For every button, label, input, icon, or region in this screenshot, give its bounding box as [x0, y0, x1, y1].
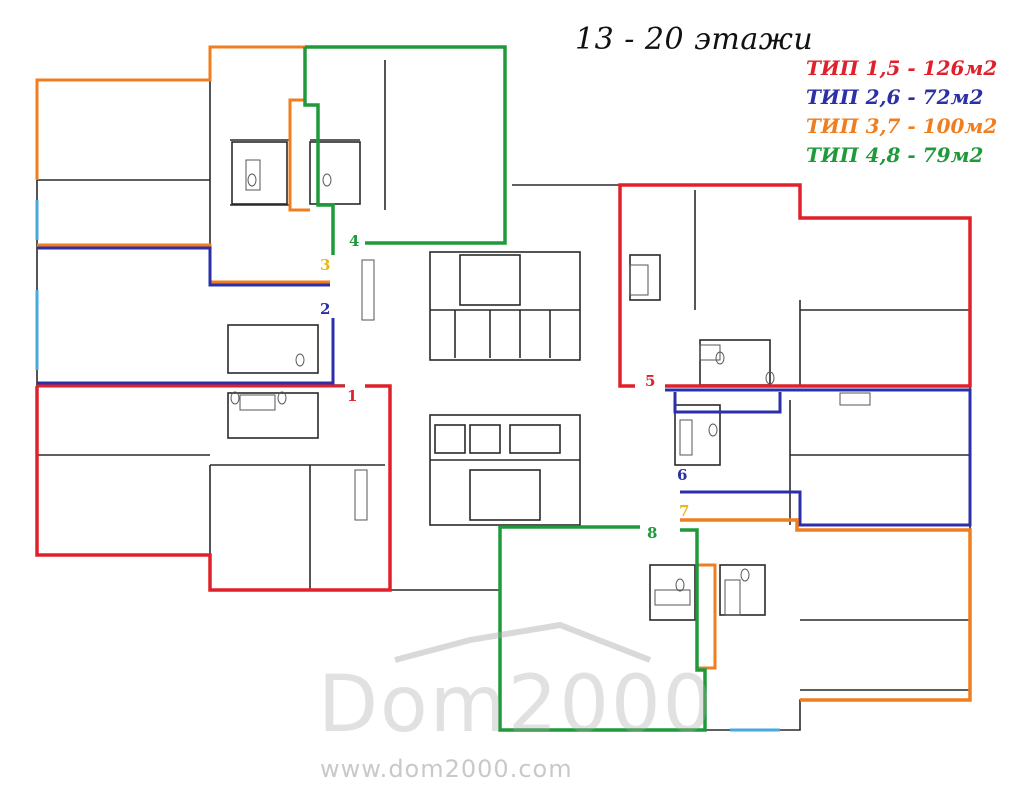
watermark-roof — [394, 621, 652, 663]
legend-item-type-4-8: ТИП 4,8 - 79м2 — [806, 143, 984, 167]
flat-number-8: 8 — [647, 524, 658, 542]
legend-item-type-3-7: ТИП 3,7 - 100м2 — [806, 114, 998, 138]
flat-number-2: 2 — [320, 300, 331, 318]
apt-4-inner-outline — [303, 47, 335, 255]
apt-3-lower-outline — [37, 243, 330, 284]
fixtures — [230, 159, 871, 616]
flat-number-4: 4 — [349, 232, 360, 250]
apt-1-outline — [35, 384, 392, 592]
legend-item-type-1-5: ТИП 1,5 - 126м2 — [806, 56, 998, 80]
watermark-logo: Dom2000 — [318, 660, 715, 750]
apt-5-outline — [618, 183, 972, 388]
flat-number-1: 1 — [347, 387, 358, 405]
apt-2-lower-outline — [37, 318, 335, 385]
apt-7-outline — [680, 518, 972, 702]
apt-4-outline — [305, 45, 507, 245]
flat-number-7: 7 — [679, 502, 690, 520]
legend-item-type-2-6: ТИП 2,6 - 72м2 — [806, 85, 984, 109]
apt-6-outline — [665, 388, 972, 527]
watermark-url: www.dom2000.com — [320, 755, 573, 783]
apartment-type-legend: ТИП 1,5 - 126м2 ТИП 2,6 - 72м2 ТИП 3,7 -… — [806, 54, 997, 170]
apt-3-outline — [35, 45, 310, 212]
floor-range-title: 13 - 20 этажи — [575, 22, 814, 57]
flat-number-5: 5 — [645, 372, 656, 390]
apt-6-inner-outline — [673, 392, 782, 414]
flat-number-3: 3 — [320, 256, 331, 274]
apt-2-outline — [37, 246, 330, 287]
flat-number-6: 6 — [677, 466, 688, 484]
apt-7-inner-outline — [697, 563, 717, 670]
apt-8-outline — [498, 525, 707, 732]
